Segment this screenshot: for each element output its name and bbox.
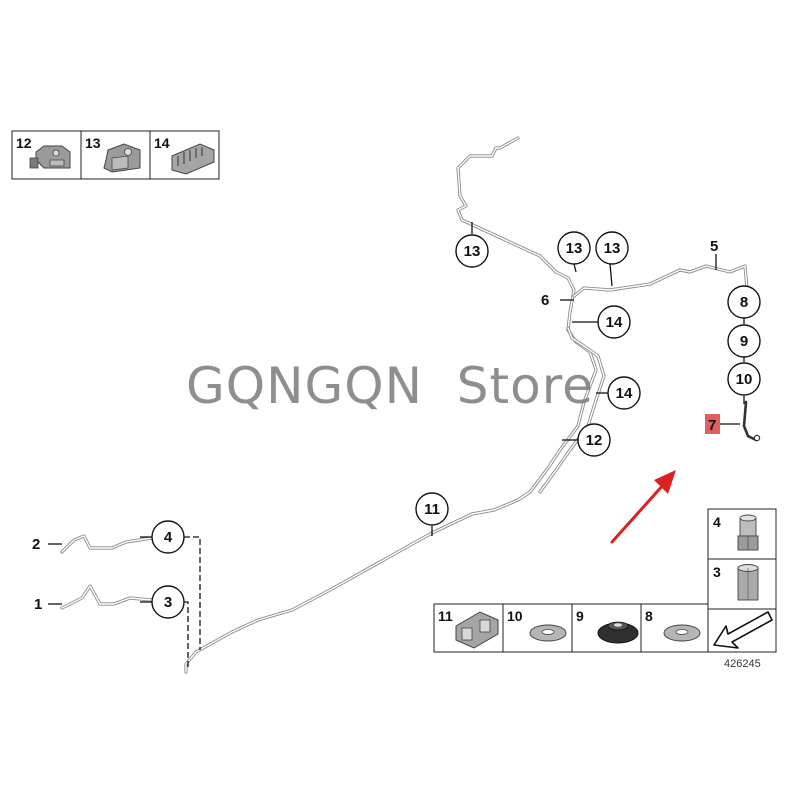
label-5: 5 [710, 238, 718, 255]
legend-right-number: 4 [713, 514, 721, 530]
callout-8: 8 [727, 285, 761, 319]
brake-line [572, 264, 750, 302]
label-2: 2 [32, 536, 40, 553]
leader-lines [48, 222, 745, 605]
callouts: 13 13 13 14 14 12 11 4 [151, 231, 761, 619]
brake-line [60, 534, 154, 554]
red-arrow [610, 470, 676, 544]
svg-text:9: 9 [740, 333, 748, 350]
legend-top-number: 12 [16, 135, 32, 151]
svg-text:13: 13 [566, 240, 583, 257]
label-7: 7 [708, 417, 716, 434]
watermark: GQNGQN Store [186, 357, 594, 415]
callout-3: 3 [151, 585, 185, 619]
document-number: 426245 [724, 658, 761, 670]
holder-icon [171, 143, 215, 175]
clip-icon [29, 145, 71, 169]
legend-top-number: 14 [154, 135, 170, 151]
clip-icon [103, 143, 141, 173]
callout-13: 13 [595, 231, 629, 265]
direction-arrow-icon [713, 611, 773, 649]
callout-13: 13 [455, 234, 489, 268]
label-1: 1 [34, 596, 42, 613]
callout-14: 14 [607, 376, 641, 410]
legend-top-number: 13 [85, 135, 101, 151]
svg-text:3: 3 [164, 594, 172, 611]
callout-14: 14 [597, 305, 631, 339]
callout-10: 10 [727, 362, 761, 396]
callout-13: 13 [557, 231, 591, 265]
svg-text:4: 4 [164, 529, 173, 546]
nut-icon [737, 564, 759, 601]
highlight-box [705, 414, 720, 434]
legend-bottom-number: 8 [645, 608, 653, 624]
svg-text:12: 12 [586, 432, 603, 449]
svg-text:11: 11 [424, 501, 440, 518]
svg-text:14: 14 [606, 314, 623, 331]
legend-bottom-number: 10 [507, 608, 523, 624]
brake-hose [742, 400, 758, 442]
washer-icon [529, 624, 567, 642]
grommet-icon [597, 621, 639, 644]
callout-9: 9 [727, 324, 761, 358]
holder-icon [455, 611, 499, 649]
brake-lines [60, 136, 761, 674]
legend-bottom: 11 10 9 8 [433, 603, 777, 653]
legend-top: 12 13 14 [11, 130, 220, 180]
svg-text:13: 13 [464, 243, 481, 260]
svg-text:13: 13 [604, 240, 621, 257]
plain-labels: 5 6 2 1 7 [32, 238, 720, 613]
callout-12: 12 [577, 423, 611, 457]
legend-right: 4 3 [707, 508, 777, 610]
svg-text:10: 10 [736, 371, 753, 388]
svg-text:14: 14 [616, 385, 633, 402]
svg-text:8: 8 [740, 294, 748, 311]
legend-bottom-number: 11 [438, 608, 453, 624]
callout-4: 4 [151, 520, 185, 554]
washer-icon [663, 624, 701, 642]
nut-icon [737, 514, 759, 551]
dashed-lines [184, 536, 201, 668]
legend-right-number: 3 [713, 564, 721, 580]
callout-11: 11 [415, 492, 449, 526]
label-6: 6 [541, 292, 549, 309]
legend-bottom-number: 9 [576, 608, 584, 624]
